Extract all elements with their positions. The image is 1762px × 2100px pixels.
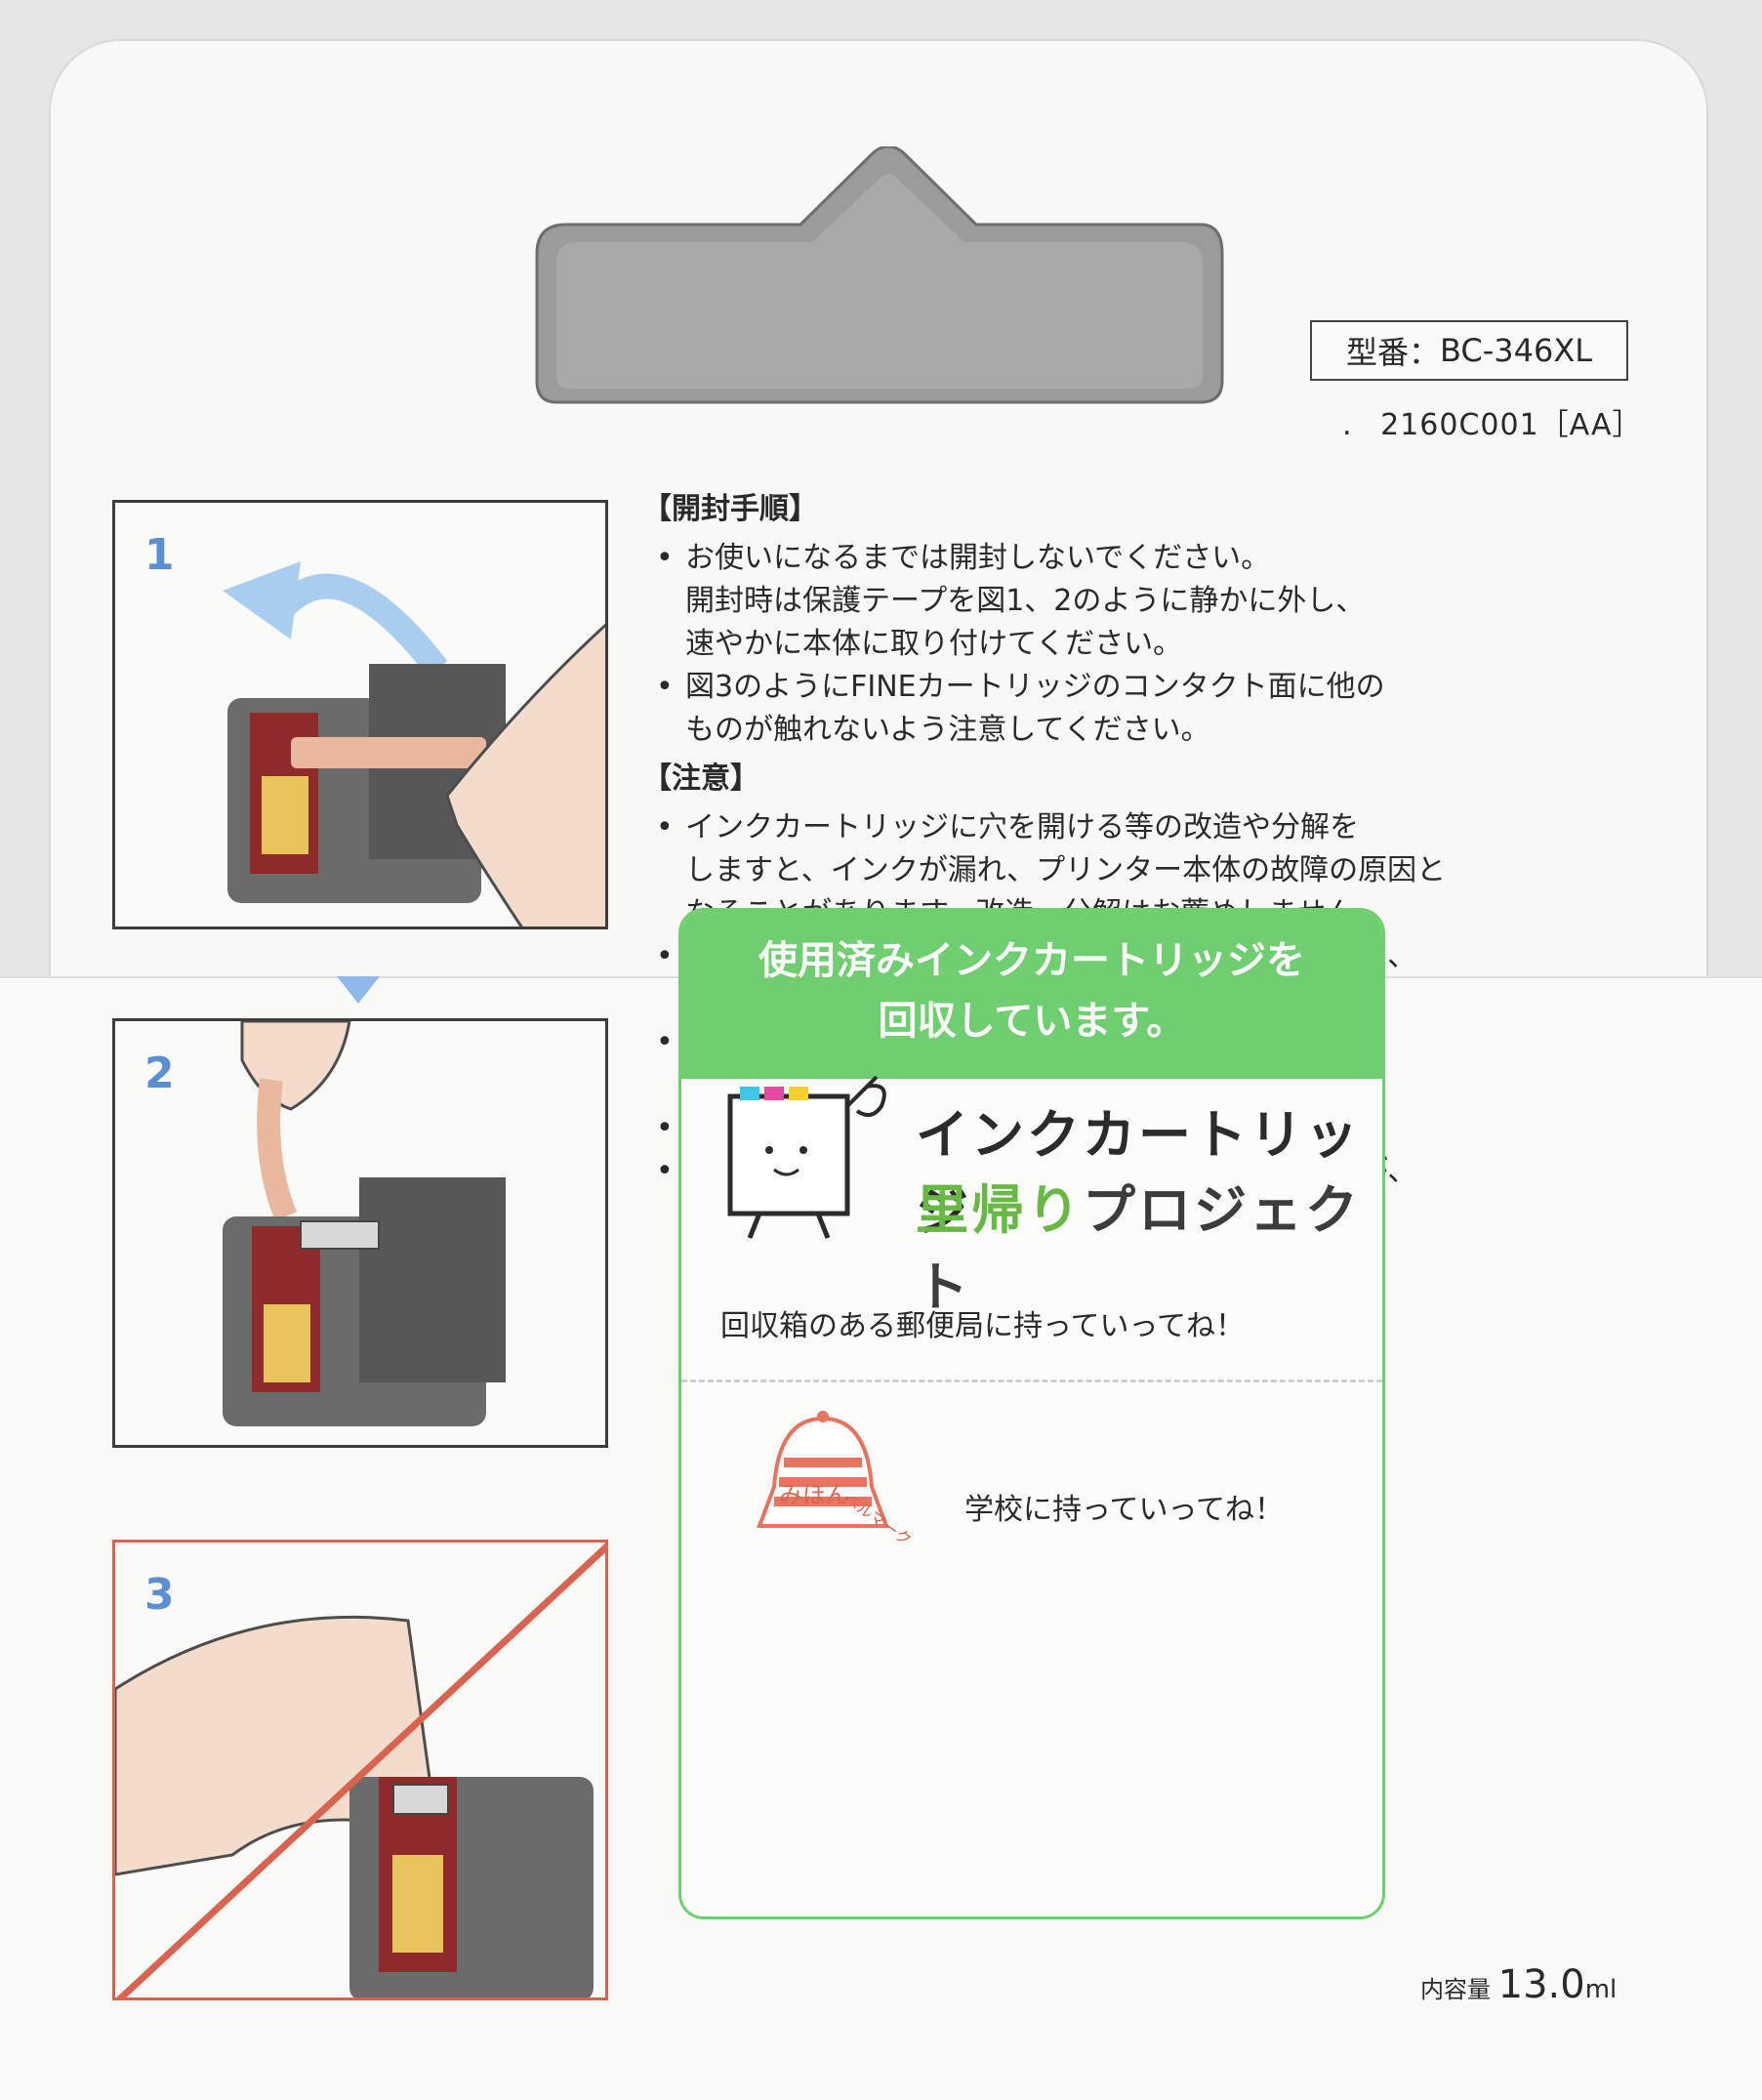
capacity-value: 13.0 xyxy=(1497,1962,1585,2007)
model-label: 型番： xyxy=(1345,334,1440,371)
capacity: 内容量 13.0ml xyxy=(1420,1962,1617,2007)
logo-green-text: 里帰り xyxy=(916,1179,1083,1241)
opening-item: ものが触れないよう注意してください。 xyxy=(685,713,1210,747)
recycle-banner: 使用済みインクカートリッジを 回収しています。 xyxy=(681,911,1382,1079)
logo-line-1: インクカートリッジ xyxy=(916,1104,1361,1243)
prohibited-slash-icon xyxy=(116,1543,605,1997)
bellmark-icon xyxy=(757,1411,889,1528)
opening-item: 図3のようにFINEカートリッジのコンタクト面に他の xyxy=(642,666,1638,709)
cartridge-mascot-icon xyxy=(727,1075,886,1239)
logo-rest-text: プロジェクト xyxy=(916,1179,1361,1318)
opening-heading: 【開封手順】 xyxy=(642,492,818,526)
step-1-illustration xyxy=(223,561,605,926)
bellmark-label: みほん xyxy=(779,1481,849,1508)
product-code-value: 2160C001［AA］ xyxy=(1380,408,1643,442)
product-code: . 2160C001［AA］ xyxy=(1342,400,1643,443)
opening-item: お使いになるまでは開封しないでください。 xyxy=(642,537,1638,580)
step-3-panel: 3 xyxy=(112,1540,608,2000)
step-3-number: 3 xyxy=(144,1570,175,1620)
opening-item: 開封時は保護テープを図1、2のように静かに外し、 xyxy=(685,584,1366,618)
peel-arrow-icon xyxy=(223,561,301,639)
caution-item: インクカートリッジに穴を開ける等の改造や分解を xyxy=(642,806,1638,849)
post-office-text: 回収箱のある郵便局に持っていってね！ xyxy=(720,1309,1245,1343)
step-2-number: 2 xyxy=(144,1049,175,1098)
opening-list: お使いになるまでは開封しないでください。 開封時は保護テープを図1、2のように静… xyxy=(642,537,1638,752)
model-value: BC-346XL xyxy=(1439,332,1593,369)
opening-item: 速やかに本体に取り付けてください。 xyxy=(685,627,1183,661)
recycle-box: 使用済みインクカートリッジを 回収しています。 インクカートリッジ 里帰りプロジ… xyxy=(678,908,1385,1919)
banner-line-2: 回収しています。 xyxy=(878,999,1186,1044)
hang-hole xyxy=(535,146,1224,404)
caution-item: しますと、インクが漏れ、プリンター本体の故障の原因と xyxy=(685,853,1447,887)
step-1-panel: 1 xyxy=(112,500,608,929)
model-number-box: 型番： BC-346XL xyxy=(1310,320,1628,381)
capacity-label: 内容量 xyxy=(1420,1976,1491,2003)
banner-line-1: 使用済みインクカートリッジを xyxy=(758,938,1305,983)
code-dot: . xyxy=(1342,408,1353,442)
step-3-illustration xyxy=(115,1543,605,1997)
dashed-divider xyxy=(681,1379,1382,1382)
step-1-number: 1 xyxy=(144,530,175,580)
caution-heading: 【注意】 xyxy=(642,762,759,796)
step-2-illustration xyxy=(223,1021,506,1426)
next-step-arrow-icon xyxy=(337,976,380,1004)
capacity-unit: ml xyxy=(1584,1975,1618,2004)
logo-line-2: 里帰りプロジェクト xyxy=(916,1167,1382,1321)
step-2-panel: 2 xyxy=(112,1018,608,1448)
school-text: 学校に持っていってね！ xyxy=(964,1493,1284,1527)
